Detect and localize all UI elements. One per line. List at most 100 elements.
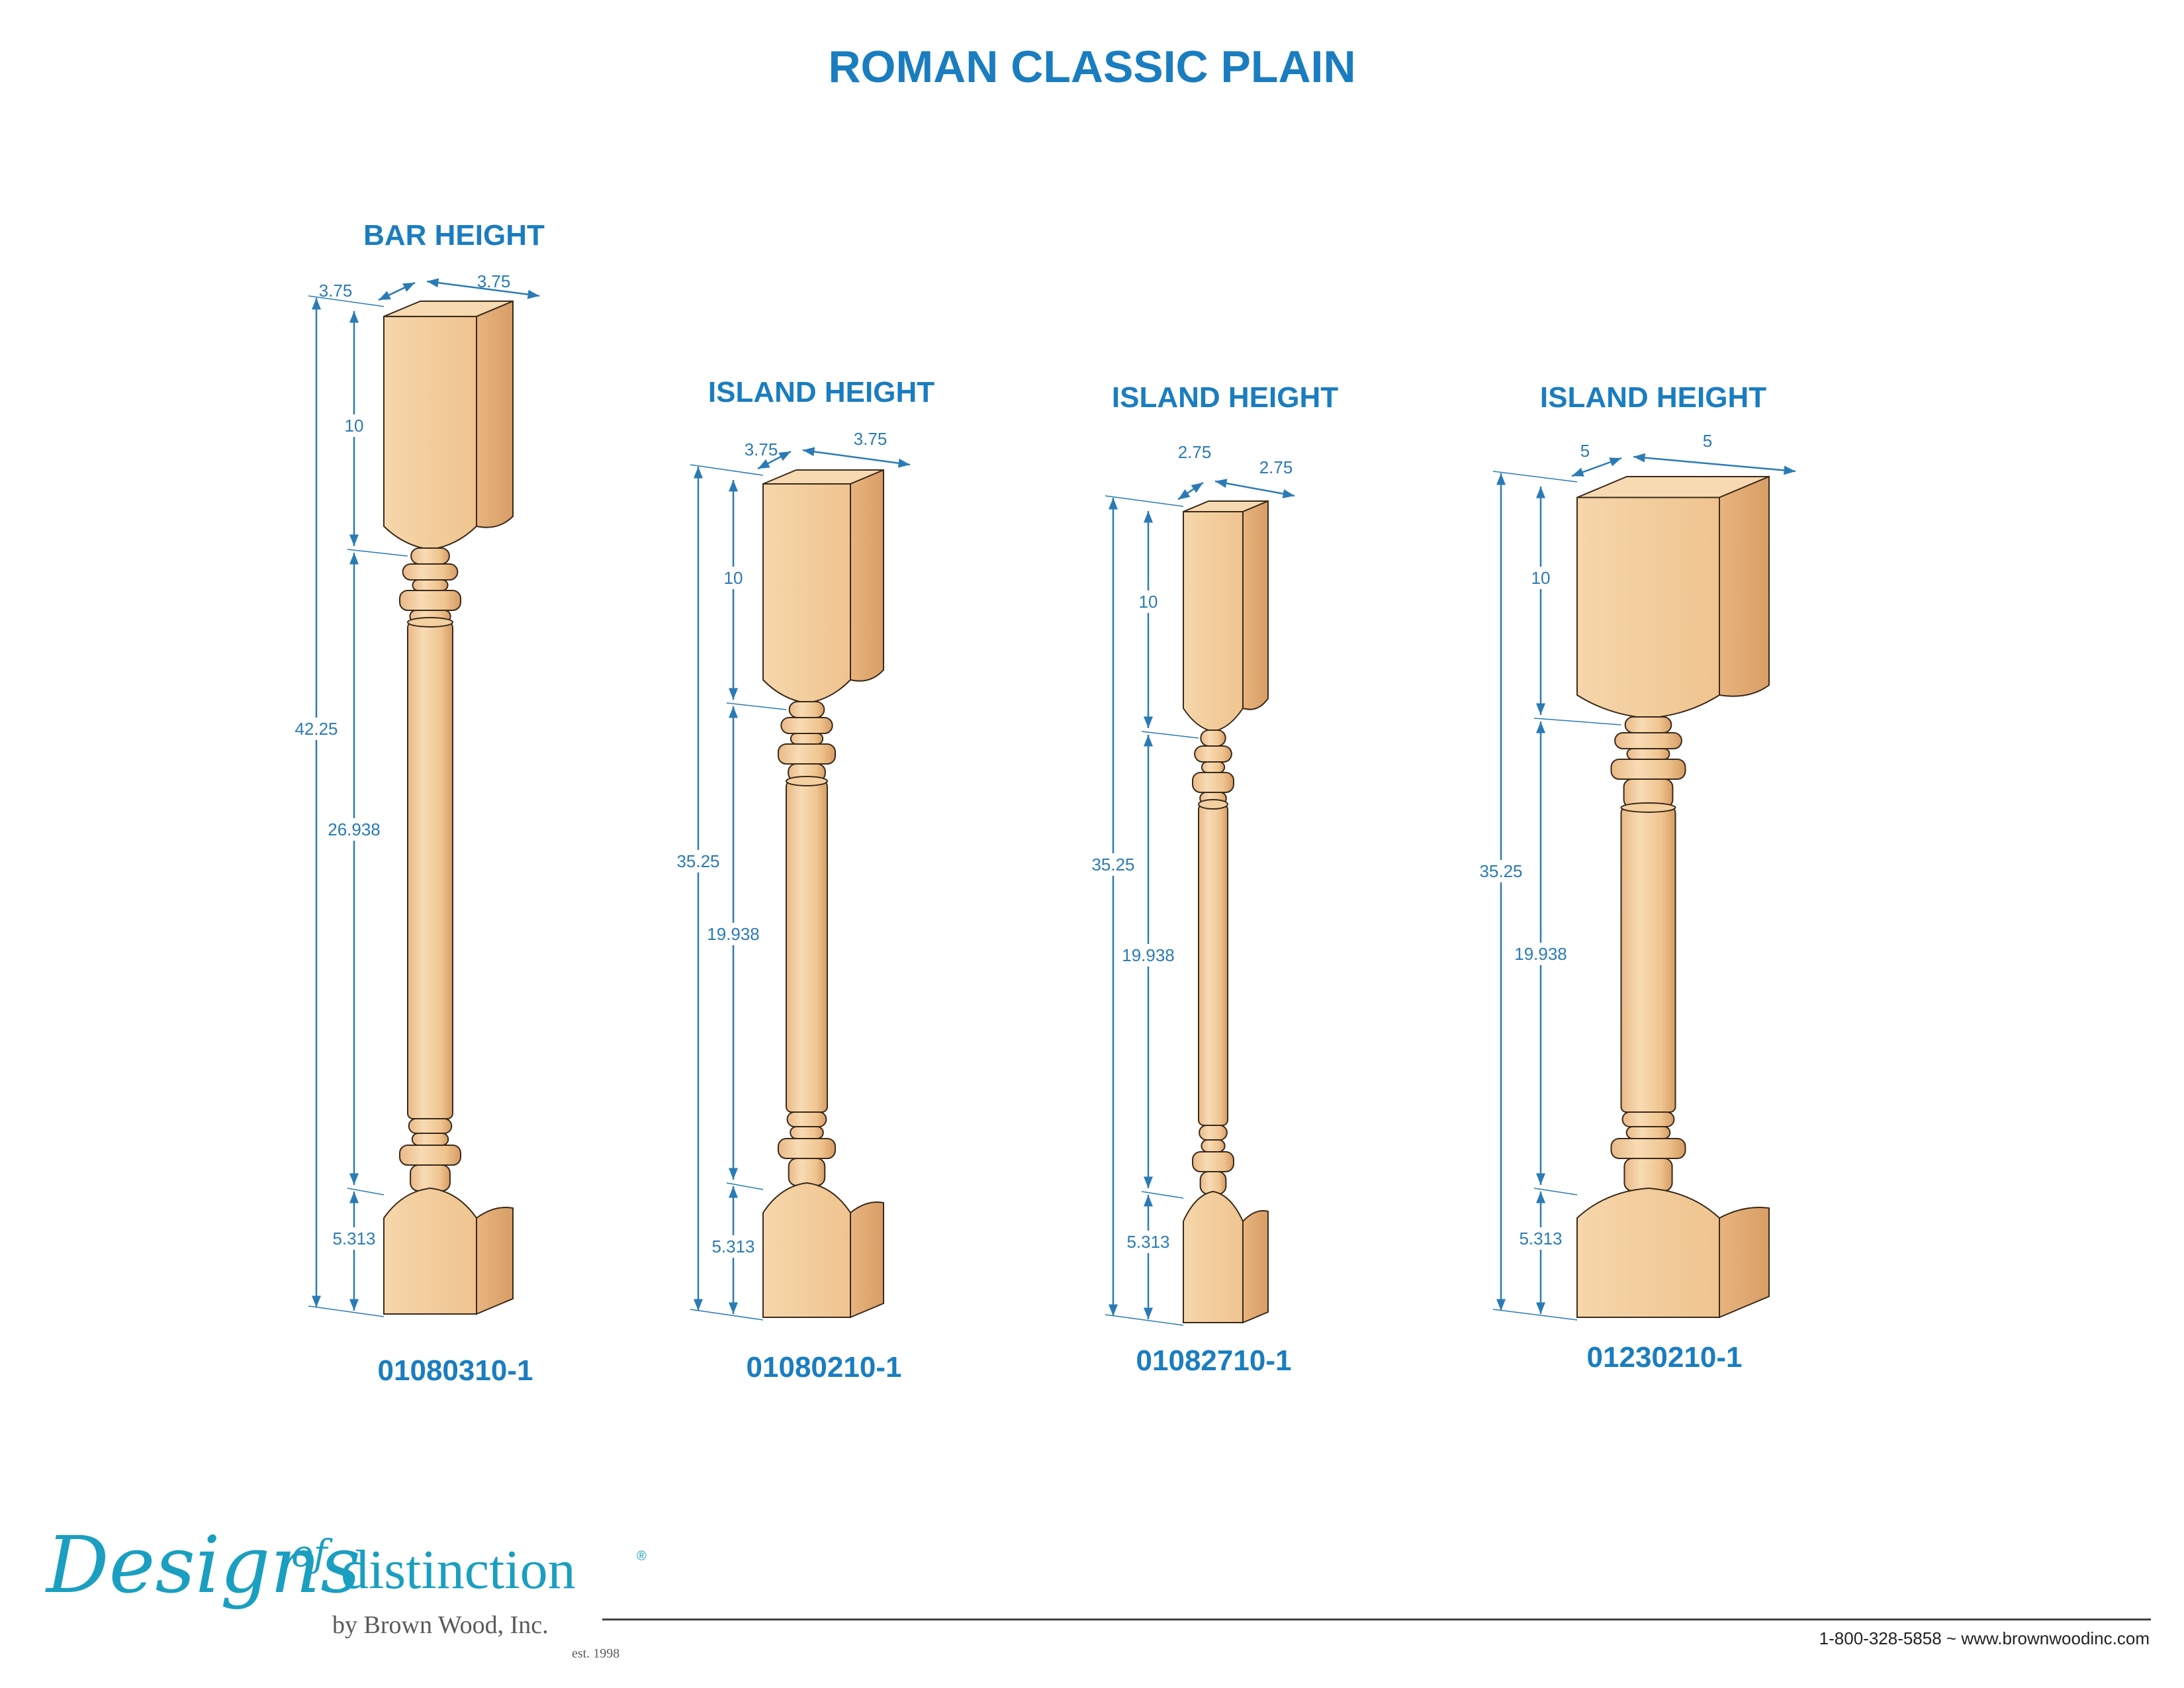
- extension-line: [690, 464, 764, 476]
- base-block-front-face: [1576, 1187, 1720, 1318]
- dimension-label-background: [341, 414, 367, 437]
- turned-ring: [1625, 1126, 1671, 1139]
- extension-line: [1492, 1309, 1578, 1321]
- logo-registered-mark: ®: [637, 1549, 647, 1564]
- extension-line: [1533, 718, 1621, 726]
- column-01230210-1: ISLAND HEIGHT01230210-135.251019.9385.31…: [1475, 381, 1796, 1374]
- logo-main-text: distinction: [341, 1539, 576, 1601]
- extension-line: [347, 1188, 385, 1196]
- shaft: [1620, 807, 1676, 1113]
- width-front-dimension: 2.75: [1178, 442, 1212, 462]
- top-block-side-face: [1242, 500, 1269, 710]
- width-front-dimension: 3.75: [319, 281, 353, 301]
- logo-script-text: Designs: [46, 1519, 361, 1611]
- extension-line: [347, 549, 408, 557]
- part-number: 01080310-1: [378, 1354, 533, 1387]
- turned-ring: [788, 701, 825, 718]
- dimension-line: [1633, 453, 1796, 475]
- dimension-label-background: [1124, 1231, 1173, 1253]
- overall-height-dimension: 35.25: [676, 851, 719, 871]
- dimension-label-background: [326, 818, 383, 841]
- column-category-label: ISLAND HEIGHT: [708, 376, 934, 408]
- overall-height-dimension: 35.25: [1479, 861, 1522, 881]
- base-block-front-face: [383, 1187, 477, 1315]
- turned-ring: [410, 1164, 451, 1192]
- column-category-label: ISLAND HEIGHT: [1112, 381, 1338, 414]
- overall-height-dimension: 35.25: [1091, 855, 1134, 874]
- turned-ring: [1199, 1171, 1227, 1195]
- dimension-line: [757, 450, 792, 470]
- turned-ring: [399, 1145, 461, 1166]
- dimension-line: [426, 278, 540, 299]
- turned-ring: [1194, 745, 1232, 763]
- dimension-label-background: [290, 718, 343, 740]
- turned-ring: [786, 1111, 827, 1127]
- extension-line: [1105, 495, 1184, 507]
- turned-ring: [1192, 1151, 1234, 1172]
- top-block-dimension: 10: [1531, 568, 1551, 588]
- turned-ring: [410, 547, 450, 565]
- turned-ring: [790, 733, 824, 745]
- top-block-front-face: [1576, 496, 1720, 720]
- turned-ring: [788, 1158, 826, 1186]
- width-side-dimension: 2.75: [1259, 457, 1293, 477]
- shaft-section-dimension: 19.938: [707, 924, 760, 944]
- dimension-label-background: [705, 923, 762, 945]
- base-block-side-face: [476, 1207, 514, 1315]
- top-block-side-face: [850, 469, 884, 682]
- turned-ring: [411, 1133, 449, 1146]
- turned-ring: [780, 717, 833, 734]
- dimension-label-background: [672, 850, 725, 872]
- dimension-line: [378, 281, 416, 301]
- part-number: 01230210-1: [1587, 1341, 1743, 1374]
- extension-line: [1533, 1188, 1578, 1196]
- turned-ring: [408, 1118, 453, 1134]
- turned-ring: [1614, 732, 1682, 749]
- top-block-dimension: 10: [1139, 592, 1158, 612]
- shaft-section-dimension: 19.938: [1122, 945, 1175, 965]
- shaft: [407, 622, 453, 1119]
- logo-of-text: of: [291, 1532, 328, 1575]
- dimension-line: [1571, 457, 1622, 477]
- base-block-front-face: [762, 1182, 851, 1318]
- base-block-front-face: [1183, 1190, 1244, 1323]
- dimension-label-background: [1512, 943, 1569, 965]
- width-front-dimension: 3.75: [745, 440, 778, 459]
- extension-line: [1105, 1314, 1184, 1326]
- extension-line: [1141, 1191, 1184, 1199]
- shaft-top-edge: [407, 617, 453, 628]
- dimension-label-background: [330, 1227, 379, 1250]
- shaft-section-dimension: 19.938: [1514, 944, 1567, 964]
- turned-ring: [1201, 1139, 1226, 1152]
- base-block-dimension: 5.313: [1519, 1229, 1562, 1248]
- width-side-dimension: 5: [1703, 431, 1712, 451]
- extension-line: [308, 1305, 385, 1317]
- turned-ring: [1201, 761, 1226, 773]
- logo-byline: by Brown Wood, Inc.: [332, 1611, 549, 1639]
- base-block-dimension: 5.313: [332, 1229, 375, 1248]
- top-block-front-face: [762, 483, 851, 704]
- dimension-label-background: [709, 1235, 758, 1258]
- top-block-front-face: [1183, 510, 1244, 733]
- turned-ring: [778, 743, 836, 765]
- column-01082710-1: ISLAND HEIGHT01082710-135.251019.9385.31…: [1087, 381, 1338, 1377]
- turned-ring: [1626, 748, 1670, 760]
- dimension-label-background: [1516, 1227, 1565, 1250]
- column-01080310-1: BAR HEIGHT01080310-142.251026.9385.3133.…: [290, 219, 545, 1387]
- width-side-dimension: 3.75: [854, 429, 887, 449]
- turned-ring: [412, 579, 449, 591]
- base-block-side-face: [1719, 1207, 1770, 1319]
- top-block-dimension: 10: [345, 416, 364, 436]
- extension-line: [726, 702, 787, 710]
- top-block-side-face: [476, 300, 514, 528]
- brand-logo: Designs of distinction ® by Brown Wood, …: [46, 1519, 647, 1671]
- turned-ring: [790, 1126, 824, 1139]
- extension-line: [1141, 731, 1199, 739]
- width-front-dimension: 5: [1580, 441, 1590, 461]
- dimension-label-background: [1527, 567, 1554, 589]
- shaft-top-edge: [786, 776, 828, 786]
- extension-line: [1492, 471, 1578, 483]
- dimension-label-background: [1087, 853, 1140, 876]
- dimension-line: [1214, 479, 1295, 498]
